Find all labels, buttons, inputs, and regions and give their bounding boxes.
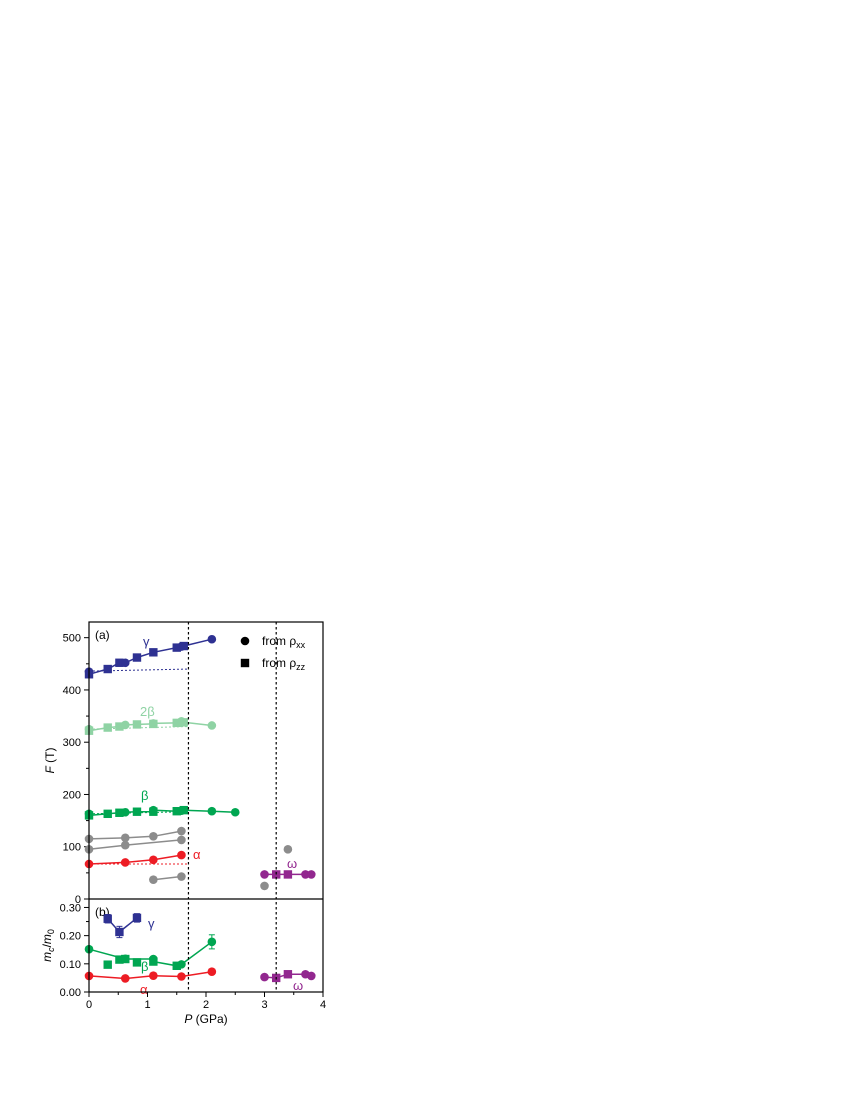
data-point-circle <box>307 870 316 879</box>
panel-a: 0 100 200 300 400 500 (a) γ 2β β α ω from ρxx from ρz… <box>43 628 316 906</box>
data-point-square <box>283 970 293 979</box>
y-tick-label: 0.20 <box>60 931 81 943</box>
data-point-circle <box>260 870 269 879</box>
y-tick-label: 500 <box>63 633 81 645</box>
legend-marker-circle <box>240 636 250 646</box>
data-point-square <box>103 809 112 819</box>
data-point-square <box>149 648 158 657</box>
legend-entry: from ρzz <box>262 656 306 672</box>
data-point-circle <box>120 658 130 668</box>
data-point-circle <box>260 881 269 891</box>
x-tick-label: 4 <box>320 999 326 1011</box>
data-point-circle <box>149 971 158 980</box>
y-tick-label: 100 <box>63 842 81 854</box>
data-point-square <box>283 870 293 879</box>
y-tick-label: 0.10 <box>60 959 81 971</box>
data-point-circle <box>149 831 158 841</box>
data-point-square <box>172 961 181 970</box>
data-point-square <box>172 643 181 652</box>
panel-label: (a) <box>95 628 110 642</box>
y-tick-label: 0.00 <box>60 987 81 999</box>
y-tick-label: 300 <box>63 737 81 749</box>
series-label: 2β <box>140 704 155 719</box>
data-point-square <box>132 653 142 662</box>
series-line <box>88 854 182 865</box>
data-point-circle <box>177 826 186 836</box>
series-label: ω <box>287 856 297 871</box>
data-point-circle <box>120 833 130 843</box>
legend-marker-square <box>240 658 250 668</box>
shared-axis: 0 1 2 3 4 P (GPa) <box>86 621 326 1026</box>
series-line <box>153 875 182 881</box>
x-tick-label: 2 <box>203 999 209 1011</box>
legend-entry: from ρxx <box>262 634 306 650</box>
data-point-square <box>115 722 124 731</box>
y-tick-label: 400 <box>63 685 81 697</box>
y-axis-label: F (T) <box>43 747 57 773</box>
data-point-square <box>172 806 181 816</box>
series-label: γ <box>148 916 155 931</box>
plot-frame <box>88 621 324 993</box>
data-point-square <box>179 718 188 727</box>
data-point-circle <box>149 855 158 865</box>
data-point-square <box>115 927 124 937</box>
y-axis-label: mc/m0 <box>40 929 56 962</box>
data-point-circle <box>177 850 186 860</box>
data-point-circle <box>207 937 217 947</box>
data-point-square <box>179 805 188 815</box>
data-point-square <box>115 955 124 964</box>
data-point-circle <box>207 634 217 644</box>
data-point-circle <box>207 806 217 816</box>
series-label: α <box>193 847 201 862</box>
data-point-square <box>149 957 158 966</box>
data-point-square <box>103 664 112 674</box>
series-label: β <box>141 788 148 803</box>
data-point-circle <box>149 875 158 884</box>
series-line <box>88 839 182 851</box>
data-point-circle <box>177 960 186 969</box>
data-point-square <box>132 720 142 729</box>
data-point-circle <box>177 972 186 981</box>
data-point-square <box>121 954 130 964</box>
data-point-circle <box>207 967 217 977</box>
data-point-square <box>172 718 181 728</box>
data-point-square <box>132 958 142 967</box>
data-point-square <box>115 658 124 667</box>
series-line <box>88 830 182 840</box>
y-tick-label: 0.30 <box>60 902 81 914</box>
series-label: ω <box>293 978 303 993</box>
series-label: α <box>140 982 148 997</box>
data-point-circle <box>149 719 158 728</box>
data-point-square <box>103 960 112 969</box>
data-point-square <box>132 807 142 816</box>
data-point-circle <box>307 971 316 981</box>
data-point-square <box>103 914 112 923</box>
data-point-circle <box>120 720 130 730</box>
data-point-circle <box>230 807 240 817</box>
data-point-circle <box>120 840 130 850</box>
series-label: γ <box>143 634 150 649</box>
data-point-square <box>179 641 188 651</box>
x-tick-label: 1 <box>144 999 150 1011</box>
data-point-circle <box>260 972 269 982</box>
x-axis-label: P (GPa) <box>184 1012 227 1026</box>
x-tick-label: 0 <box>86 999 92 1011</box>
data-point-circle <box>120 858 130 867</box>
y-tick-label: 200 <box>63 789 81 801</box>
series-label: β <box>141 959 148 974</box>
data-point-circle <box>149 805 158 815</box>
data-point-circle <box>207 721 217 730</box>
x-tick-label: 3 <box>261 999 267 1011</box>
data-point-circle <box>177 872 186 881</box>
data-point-circle <box>283 845 293 854</box>
data-point-square <box>103 723 112 732</box>
y-tick-label: 0 <box>75 894 81 906</box>
data-point-circle <box>177 835 186 845</box>
data-point-square <box>115 808 124 817</box>
data-point-circle <box>120 974 130 983</box>
data-point-square <box>132 913 142 923</box>
data-point-circle <box>120 807 130 817</box>
